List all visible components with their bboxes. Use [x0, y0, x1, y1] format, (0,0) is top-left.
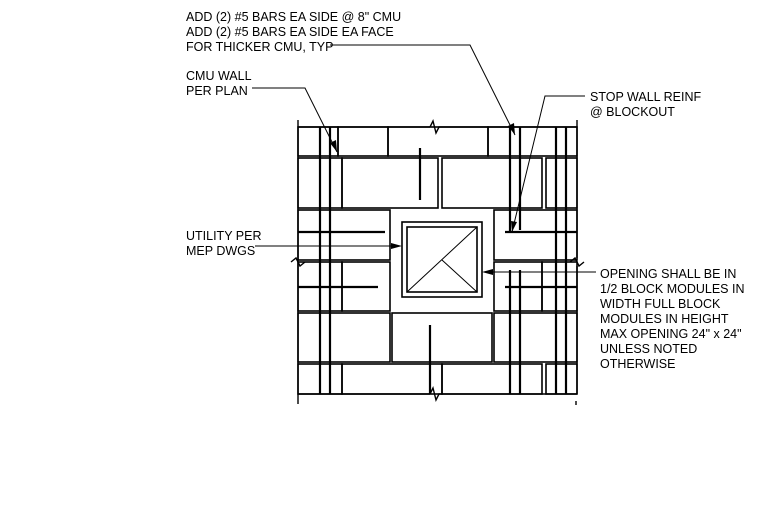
note-utility: UTILITY PER MEP DWGS	[186, 229, 261, 258]
reinforcing-bars	[298, 127, 577, 394]
note-bars-line-1: ADD (2) #5 BARS EA SIDE @ 8" CMU	[186, 10, 401, 24]
cmu-blocks	[297, 126, 578, 395]
note-utility-line-2: MEP DWGS	[186, 244, 255, 258]
note-cmu-wall-line-2: PER PLAN	[186, 84, 248, 98]
note-stop-reinf-line-2: @ BLOCKOUT	[590, 105, 675, 119]
note-opening-line-3: WIDTH FULL BLOCK	[600, 297, 721, 311]
note-cmu-wall-line-1: CMU WALL	[186, 69, 252, 83]
note-opening: OPENING SHALL BE IN 1/2 BLOCK MODULES IN…	[600, 267, 745, 371]
note-opening-line-5: MAX OPENING 24" x 24"	[600, 327, 742, 341]
leaders	[252, 44, 596, 275]
utility-opening	[401, 221, 483, 298]
note-opening-line-1: OPENING SHALL BE IN	[600, 267, 736, 281]
note-stop-reinf-line-1: STOP WALL REINF	[590, 90, 702, 104]
note-bars-line-3: FOR THICKER CMU, TYP	[186, 40, 333, 54]
note-cmu-wall: CMU WALL PER PLAN	[186, 69, 252, 98]
note-opening-line-7: OTHERWISE	[600, 357, 675, 371]
note-opening-line-2: 1/2 BLOCK MODULES IN	[600, 282, 745, 296]
note-opening-line-4: MODULES IN HEIGHT	[600, 312, 729, 326]
note-bars-line-2: ADD (2) #5 BARS EA SIDE EA FACE	[186, 25, 394, 39]
note-utility-line-1: UTILITY PER	[186, 229, 261, 243]
note-opening-line-6: UNLESS NOTED	[600, 342, 697, 356]
note-stop-reinf: STOP WALL REINF @ BLOCKOUT	[590, 90, 702, 119]
note-bars: ADD (2) #5 BARS EA SIDE @ 8" CMU ADD (2)…	[186, 10, 401, 54]
